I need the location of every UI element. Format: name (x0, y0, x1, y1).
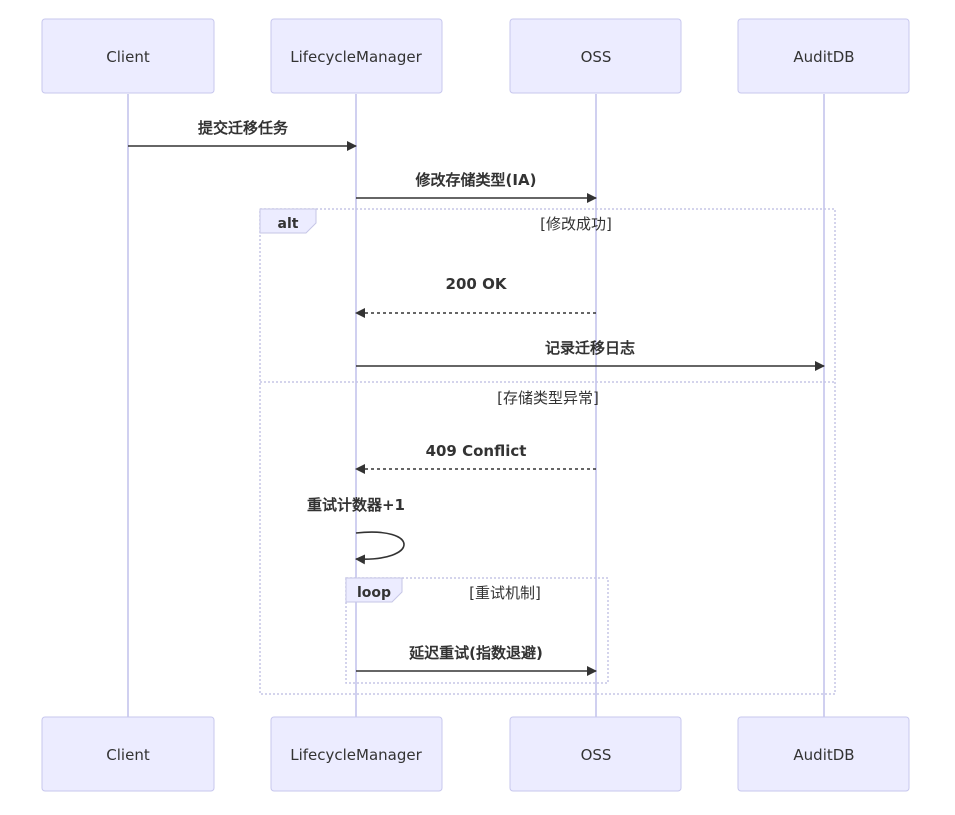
participant-lifecyclemanager-bottom: LifecycleManager (270, 716, 443, 792)
participant-label: LifecycleManager (290, 48, 422, 66)
participant-label: AuditDB (793, 746, 854, 764)
message-label: 409 Conflict (426, 442, 527, 460)
participant-label: Client (106, 746, 150, 764)
participant-client-bottom: Client (41, 716, 215, 792)
loop-frame: loop [重试机制] (345, 577, 609, 684)
participant-label: OSS (581, 746, 612, 764)
message-label: 重试计数器+1 (307, 496, 405, 514)
participant-label: AuditDB (793, 48, 854, 66)
participant-label: LifecycleManager (290, 746, 422, 764)
message-retry-counter-increment: 重试计数器+1 (307, 496, 405, 565)
message-label: 提交迁移任务 (198, 119, 289, 137)
message-409-conflict: 409 Conflict (355, 442, 596, 474)
message-self-arrow (355, 531, 405, 565)
participant-oss-bottom: OSS (509, 716, 682, 792)
message-label: 200 OK (446, 275, 508, 293)
participant-label: OSS (581, 48, 612, 66)
message-label: 修改存储类型(IA) (415, 171, 537, 189)
participant-auditdb-top: AuditDB (737, 18, 910, 94)
participant-lifecyclemanager-top: LifecycleManager (270, 18, 443, 94)
participant-oss-top: OSS (509, 18, 682, 94)
alt-frame-tag (259, 208, 317, 234)
alt-frame: alt [修改成功] [存储类型异常] (259, 208, 836, 695)
message-200-ok: 200 OK (355, 275, 596, 318)
participant-auditdb-bottom: AuditDB (737, 716, 910, 792)
message-delayed-retry: 延迟重试(指数退避) (356, 644, 597, 676)
alt-else-condition: [存储类型异常] (497, 389, 599, 407)
participant-label: Client (106, 48, 150, 66)
message-label: 延迟重试(指数退避) (408, 644, 543, 662)
alt-condition: [修改成功] (540, 215, 612, 233)
message-modify-storage-type: 修改存储类型(IA) (356, 171, 597, 203)
alt-frame-tag-label: alt (278, 216, 299, 232)
participant-client-top: Client (41, 18, 215, 94)
loop-condition: [重试机制] (469, 584, 541, 602)
loop-frame-tag-label: loop (357, 585, 391, 601)
message-record-migration-log: 记录迁移日志 (356, 339, 825, 371)
message-submit-migration-task: 提交迁移任务 (128, 119, 357, 151)
loop-frame-tag (345, 577, 403, 603)
message-label: 记录迁移日志 (545, 339, 635, 357)
